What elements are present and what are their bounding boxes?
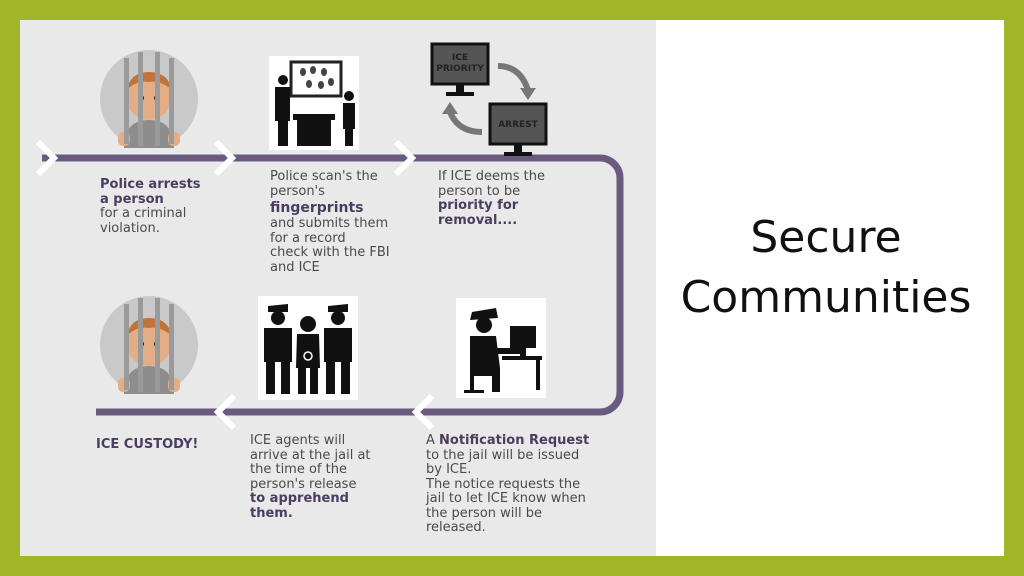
step-notification-text: A Notification Request to the jail will …	[426, 433, 590, 536]
step-fingerprints-line-6: check with the FBI	[270, 245, 390, 260]
step-custody-bold: ICE CUSTODY!	[96, 437, 199, 452]
chevron-left-icon	[411, 393, 435, 431]
step-notification-line-2: to the jail will be issued	[426, 447, 580, 463]
step-fingerprints-line-5: for a record	[270, 230, 346, 246]
slide-title-line2: Communities	[680, 272, 972, 323]
step-apprehend-bold-1: to apprehend	[250, 491, 349, 506]
step-arrest-line-4: violation.	[100, 220, 160, 236]
chevron-right-icon	[35, 139, 59, 177]
step-fingerprints-line-1: Police scan's the	[270, 169, 378, 184]
monitor-cycle-icon: ICE PRIORITY ARREST	[430, 42, 548, 156]
step-apprehend-line-1: ICE agents will	[250, 433, 346, 448]
step-priority-text: If ICE deems the person to be priority f…	[438, 169, 545, 228]
chevron-left-icon	[213, 393, 237, 431]
step-arrest-bold-1: Police arrests	[100, 177, 201, 192]
flow-diagram: ICE PRIORITY ARREST	[35, 42, 624, 431]
fingerprint-scan-icon	[269, 56, 359, 150]
step-notification-line-4: The notice requests the	[426, 476, 581, 492]
step-custody-text: ICE CUSTODY!	[96, 437, 199, 453]
monitor-arrest: ARREST	[498, 120, 538, 130]
slide-title-line1: Secure	[750, 212, 902, 263]
flow-line	[42, 154, 624, 416]
prisoner-icon	[100, 50, 198, 148]
step-priority-bold-1: priority for	[438, 198, 519, 213]
step-fingerprints-line-2: person's	[270, 183, 325, 199]
step-notification-line-3: by ICE.	[426, 462, 472, 477]
step-priority-bold-2: removal....	[438, 212, 518, 228]
step-apprehend-line-2: arrive at the jail at	[250, 447, 371, 463]
step-notification-line-7: released.	[426, 520, 486, 535]
step-arrest-bold-2: a person	[100, 191, 164, 207]
monitor-priority-line1: ICE	[452, 53, 468, 63]
step-apprehend-line-3: the time of the	[250, 462, 347, 477]
agents-escort-icon	[258, 296, 358, 400]
step-fingerprints-line-4: and submits them	[270, 216, 389, 231]
step-apprehend-bold-2: them.	[250, 505, 293, 521]
step-arrest-line-3: for a criminal	[100, 206, 187, 221]
step-apprehend-text: ICE agents will arrive at the jail at th…	[250, 433, 371, 521]
step-notification-line-6: the person will be	[426, 505, 543, 521]
chevron-right-icon	[393, 139, 417, 177]
step-fingerprints-bold: fingerprints	[270, 200, 364, 216]
step-fingerprints-text: Police scan's the person's fingerprints …	[270, 169, 390, 275]
prisoner-icon	[100, 296, 198, 394]
step-arrest-text: Police arrests a person for a criminal v…	[100, 177, 201, 236]
monitor-priority-line2: PRIORITY	[436, 64, 484, 74]
step-fingerprints-line-7: and ICE	[270, 259, 320, 275]
chevron-right-icon	[213, 139, 237, 177]
slide-title: Secure Communities	[664, 208, 988, 328]
step-priority-line-1: If ICE deems the	[438, 169, 545, 184]
step-notification-bold: Notification Request	[439, 433, 590, 448]
step-apprehend-line-4: person's release	[250, 476, 357, 492]
officer-computer-icon	[456, 298, 546, 398]
step-priority-line-2: person to be	[438, 183, 521, 199]
step-notification-pre: A	[426, 433, 440, 448]
step-notification-line-5: jail to let ICE know when	[426, 491, 586, 506]
